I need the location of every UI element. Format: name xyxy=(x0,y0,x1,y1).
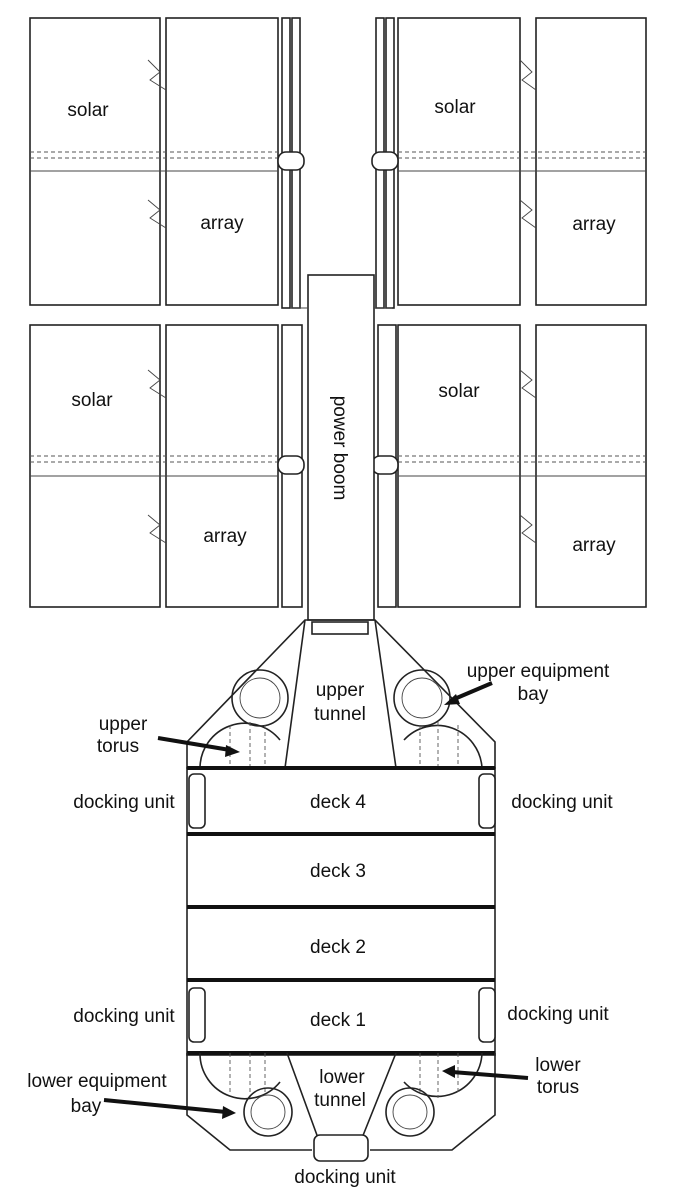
solar-array-bottom-right xyxy=(371,324,647,608)
docking-unit-deck4-right xyxy=(478,773,496,829)
arrow-lower-torus xyxy=(442,1065,529,1080)
upper-docking-hatch xyxy=(311,621,369,635)
label-upper-torus-1: upper xyxy=(99,714,148,735)
label-docking-unit-right-deck1: docking unit xyxy=(507,1004,609,1025)
solar-array-top-right xyxy=(371,17,647,309)
label-array: array xyxy=(572,535,616,556)
spar-joint xyxy=(371,455,399,475)
power-boom xyxy=(307,274,375,621)
lower-equipment-bay xyxy=(385,1087,435,1137)
solar-array-bottom-left xyxy=(29,324,305,608)
label-power-boom: power boom xyxy=(329,396,350,501)
solar-panel xyxy=(397,324,521,608)
solar-panel xyxy=(535,17,647,306)
label-upper-tunnel-2: tunnel xyxy=(314,704,366,725)
label-lower-tunnel-2: tunnel xyxy=(314,1090,366,1111)
solar-panel xyxy=(535,324,647,608)
spar-joint xyxy=(277,455,305,475)
label-upper-equipment-bay-1: upper equipment xyxy=(467,661,610,682)
spar-joint xyxy=(371,151,399,171)
label-deck-3: deck 3 xyxy=(310,861,366,882)
label-array: array xyxy=(203,526,247,547)
label-solar: solar xyxy=(438,381,480,402)
label-deck-1: deck 1 xyxy=(310,1010,366,1031)
label-deck-2: deck 2 xyxy=(310,937,366,958)
label-solar: solar xyxy=(71,390,113,411)
lower-torus xyxy=(403,1052,483,1098)
solar-panel xyxy=(165,324,279,608)
label-deck-4: deck 4 xyxy=(310,792,366,813)
label-lower-equipment-bay-1: lower equipment xyxy=(27,1071,167,1092)
label-upper-tunnel-1: upper xyxy=(316,680,365,701)
label-solar: solar xyxy=(67,100,109,121)
label-docking-unit-left-deck4: docking unit xyxy=(73,792,175,813)
arrow-upper-equipment-bay xyxy=(444,681,493,705)
arrow-lower-equipment-bay xyxy=(103,1098,236,1119)
docking-unit-deck1-right xyxy=(478,987,496,1043)
docking-unit-deck4-left xyxy=(188,773,206,829)
label-solar: solar xyxy=(434,97,476,118)
bottom-docking-unit xyxy=(313,1134,369,1162)
upper-equipment-bay xyxy=(393,669,451,727)
label-lower-torus-1: lower xyxy=(535,1055,581,1076)
docking-unit-deck1-left xyxy=(188,987,206,1043)
label-array: array xyxy=(200,213,244,234)
label-array: array xyxy=(572,214,616,235)
spar-joint xyxy=(277,151,305,171)
label-lower-torus-2: torus xyxy=(537,1077,579,1098)
arrow-upper-torus xyxy=(157,736,240,757)
upper-torus xyxy=(403,724,483,769)
label-docking-unit-bottom: docking unit xyxy=(294,1167,396,1188)
label-lower-tunnel-1: lower xyxy=(319,1067,365,1088)
lower-hull xyxy=(186,1053,496,1151)
label-docking-unit-left-deck1: docking unit xyxy=(73,1006,175,1027)
lower-equipment-bay xyxy=(243,1087,293,1137)
label-upper-torus-2: torus xyxy=(97,736,139,757)
lower-torus xyxy=(199,1052,281,1100)
lower-tunnel xyxy=(286,1052,397,1139)
upper-tunnel xyxy=(284,619,397,769)
solar-panel xyxy=(29,17,161,306)
solar-array-top-left xyxy=(29,17,305,309)
label-upper-equipment-bay-2: bay xyxy=(518,684,549,705)
solar-panel xyxy=(29,324,161,608)
solar-panel xyxy=(165,17,279,306)
label-lower-equipment-bay-2: bay xyxy=(71,1096,102,1117)
label-docking-unit-right-deck4: docking unit xyxy=(511,792,613,813)
solar-panel xyxy=(397,17,521,306)
